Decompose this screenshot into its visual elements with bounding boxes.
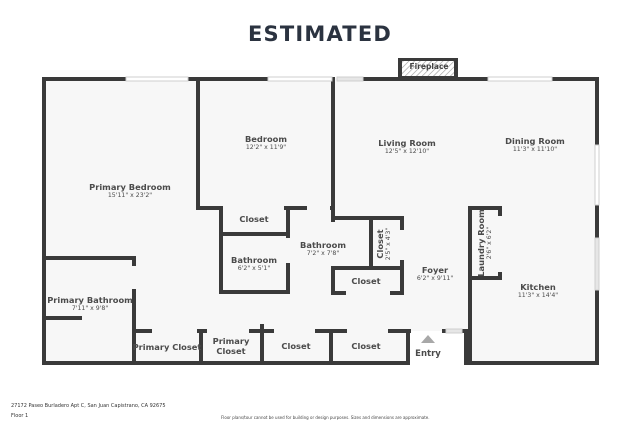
room-dims: 6'2" x 9'11"	[416, 275, 454, 282]
room-name: Foyer	[421, 265, 449, 275]
room-closet-hall: Closet	[351, 276, 380, 286]
room-primary-closet-2: Primary Closet	[213, 336, 250, 356]
room-dims: 11'3" x 11'10"	[512, 146, 558, 153]
room-name-line2: Closet	[216, 346, 246, 356]
room-name: Bathroom	[231, 255, 277, 265]
room-bedroom: Bedroom 12'2" x 11'9"	[245, 134, 287, 152]
room-bathroom-small: Bathroom 6'2" x 5'1"	[231, 255, 277, 273]
room-dining-room: Dining Room 11'3" x 11'10"	[505, 136, 565, 154]
room-dims: 7'11" x 9'8"	[71, 305, 109, 312]
room-closet-top: Closet	[239, 214, 268, 224]
footer-floor: Floor 1	[11, 413, 29, 419]
entry-label: Entry	[415, 349, 441, 359]
room-name: Closet	[351, 341, 381, 351]
room-primary-bathroom: Primary Bathroom 7'11" x 9'8"	[47, 295, 133, 313]
room-bathroom-hall: Bathroom 7'2" x 7'8"	[300, 240, 346, 258]
room-primary-bedroom: Primary Bedroom 15'11" x 23'2"	[89, 182, 171, 200]
room-name: Dining Room	[505, 136, 565, 146]
footer-address: 27172 Paseo Burladero Apt C, San Juan Ca…	[11, 403, 166, 409]
room-name: Closet	[239, 214, 269, 224]
room-laundry: Laundry Room 2'6" x 6'2"	[476, 209, 494, 276]
room-name: Closet	[281, 341, 311, 351]
floor-area	[44, 78, 597, 363]
room-closet-bottom-2: Closet	[351, 341, 380, 351]
room-name: Living Room	[378, 138, 436, 148]
room-dims: 15'11" x 23'2"	[107, 192, 153, 199]
room-name: Primary Bathroom	[47, 295, 133, 305]
room-name: Primary Closet	[132, 342, 202, 352]
room-name: Kitchen	[520, 282, 556, 292]
room-foyer: Foyer 6'2" x 9'11"	[417, 265, 453, 283]
fireplace-label: Fireplace	[409, 62, 449, 71]
room-name: Bedroom	[244, 134, 288, 144]
room-dims: 6'2" x 5'1"	[237, 265, 271, 272]
room-dims: 2'5" x 4'3"	[385, 227, 392, 261]
walls	[42, 77, 599, 365]
room-kitchen: Kitchen 11'3" x 14'4"	[518, 282, 558, 300]
footer-disclaimer: Floor plans/tour cannot be used for buil…	[221, 415, 430, 420]
room-dims: 2'6" x 6'2"	[486, 226, 493, 260]
plan-title: ESTIMATED	[247, 22, 393, 46]
room-primary-closet-1: Primary Closet	[133, 342, 202, 352]
room-name: Laundry Room	[476, 209, 486, 277]
room-name-line1: Primary	[212, 336, 250, 346]
entry-arrow-icon	[421, 335, 435, 343]
room-name: Bathroom	[300, 240, 346, 250]
room-name: Closet	[375, 229, 385, 259]
room-name: Closet	[351, 276, 381, 286]
room-closet-vertical: Closet 2'5" x 4'3"	[375, 228, 393, 260]
room-dims: 12'2" x 11'9"	[245, 144, 287, 151]
room-closet-bottom-1: Closet	[281, 341, 310, 351]
room-dims: 11'3" x 14'4"	[517, 292, 559, 299]
room-living-room: Living Room 12'5" x 12'10"	[378, 138, 436, 156]
room-dims: 7'2" x 7'8"	[306, 250, 340, 257]
room-dims: 12'5" x 12'10"	[384, 148, 430, 155]
windows	[125, 76, 600, 334]
room-name: Primary Bedroom	[89, 182, 171, 192]
